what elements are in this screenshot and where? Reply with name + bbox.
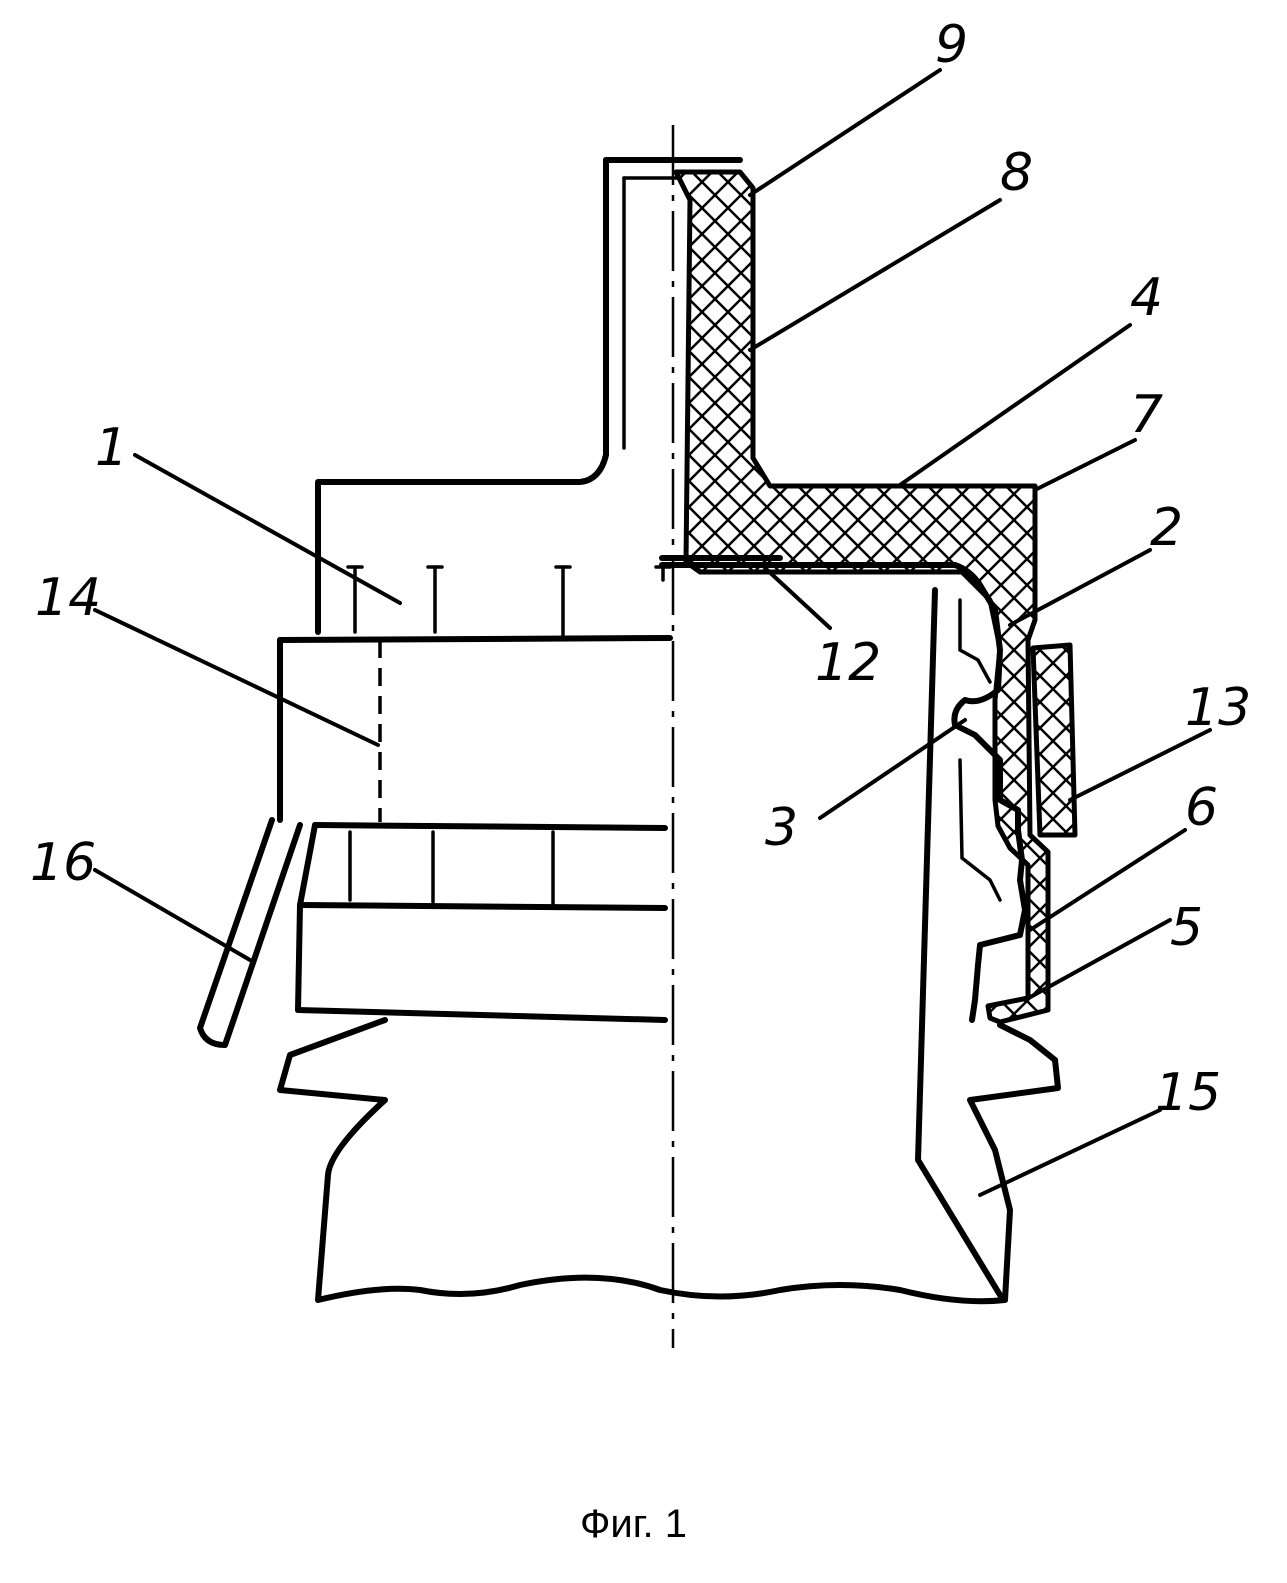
callout-labels: 9 8 4 7 1 2 14 12 13 3 6 16 5 15 [30, 15, 1251, 1123]
callout-13: 13 [1185, 678, 1251, 738]
boot-15 [280, 1020, 1058, 1301]
leader-lines [95, 70, 1210, 1195]
bracket-3-inner [960, 600, 990, 682]
callout-16: 16 [30, 833, 96, 893]
callout-2: 2 [1150, 498, 1183, 558]
callout-12: 12 [815, 633, 881, 693]
callout-5: 5 [1170, 898, 1203, 958]
figure-caption: Фиг. 1 [580, 1502, 687, 1546]
cover-8-9 [676, 172, 1048, 1022]
callout-4: 4 [1130, 268, 1163, 328]
rod [318, 160, 740, 632]
callout-7: 7 [1130, 385, 1163, 445]
callout-8: 8 [1000, 143, 1033, 203]
lever-16 [200, 820, 300, 1045]
callout-3: 3 [765, 798, 798, 858]
pad-13 [1033, 645, 1075, 835]
callout-9: 9 [935, 15, 968, 75]
lower-block [298, 825, 665, 1020]
callout-1: 1 [95, 418, 128, 478]
callout-14: 14 [35, 568, 101, 628]
housing-1 [280, 558, 780, 820]
callout-15: 15 [1155, 1063, 1221, 1123]
callout-6: 6 [1185, 778, 1218, 838]
